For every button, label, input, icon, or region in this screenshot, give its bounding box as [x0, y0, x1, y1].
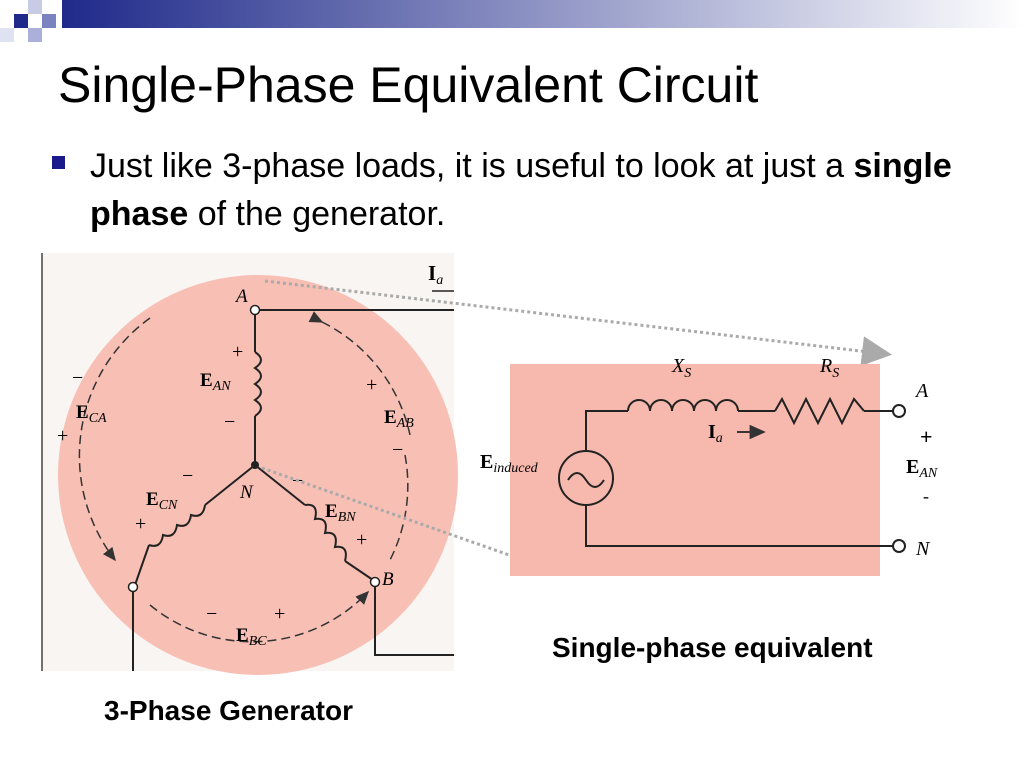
bullet-square-icon: [52, 156, 65, 169]
wire: [585, 410, 628, 450]
output-voltage-main: E: [906, 456, 919, 478]
emf-ca-label: ECA: [76, 402, 107, 426]
emf-bn-sub: BN: [338, 510, 357, 525]
emf-cn-label: ECN: [146, 489, 178, 513]
emf-an-main: E: [200, 370, 213, 391]
deco-square: [14, 14, 28, 28]
gen-current-sub: a: [436, 273, 443, 288]
emf-bc-sub: BC: [249, 634, 268, 649]
plus-sign: +: [356, 529, 367, 551]
deco-square: [42, 14, 56, 28]
node-b-label: B: [382, 569, 394, 590]
wire: [134, 544, 150, 586]
resistance-zigzag: [774, 396, 865, 426]
output-minus-sign: -: [923, 486, 929, 506]
bullet-item: Just like 3-phase loads, it is useful to…: [52, 142, 982, 238]
source-label: Einduced: [480, 451, 539, 476]
title-bar-decoration: [0, 0, 1024, 42]
resistance-sub: S: [832, 366, 839, 381]
generator-highlight-circle: [58, 275, 458, 675]
bullet-text-suffix: of the generator.: [188, 195, 446, 233]
wire: [585, 506, 893, 547]
minus-sign: −: [72, 367, 83, 389]
bullet-text-prefix: Just like 3-phase loads, it is useful to…: [90, 147, 854, 185]
title-gradient-bar: [62, 0, 1024, 28]
bullet-text: Just like 3-phase loads, it is useful to…: [90, 142, 982, 238]
plus-sign: +: [366, 374, 377, 396]
resistance-label: RS: [819, 355, 839, 381]
output-voltage-sub: AN: [918, 466, 938, 481]
minus-sign: −: [392, 439, 403, 461]
plus-sign: +: [232, 341, 243, 363]
winding-an: [253, 351, 262, 417]
plus-sign: +: [135, 513, 146, 535]
bullet-text-bold: single phase: [90, 147, 952, 233]
minus-sign: −: [182, 465, 193, 487]
terminal-a-label: A: [914, 380, 929, 402]
emf-cn-main: E: [146, 489, 159, 510]
emf-ca-main: E: [76, 402, 89, 423]
emf-ca-sub: CA: [89, 411, 107, 426]
emf-bc-main: E: [236, 625, 249, 646]
output-voltage-label: EAN: [906, 456, 938, 481]
source-sub: induced: [493, 461, 538, 476]
emf-an-label: EAN: [200, 370, 231, 394]
gen-current-label: Ia: [428, 261, 443, 288]
reactance-sub: S: [684, 366, 691, 381]
reactance-label: XS: [671, 355, 691, 381]
terminal-n: [892, 539, 906, 553]
eq-current-label: Ia: [708, 421, 723, 446]
emf-ab-sub: AB: [396, 416, 415, 431]
reactance-main: X: [671, 355, 685, 377]
minus-sign: −: [224, 411, 235, 433]
emf-ab-label: EAB: [384, 407, 414, 431]
emf-an-sub: AN: [212, 379, 232, 394]
plus-sign: +: [57, 425, 68, 447]
source-main: E: [480, 451, 493, 473]
deco-square: [28, 28, 42, 42]
emf-ab-arc: [308, 311, 411, 436]
slide-title: Single-Phase Equivalent Circuit: [58, 57, 759, 113]
sine-wave-icon: [567, 472, 605, 488]
generator-caption: 3-Phase Generator: [104, 695, 353, 726]
terminal-a: [249, 304, 261, 316]
pointer-arrow-a: [264, 279, 892, 367]
gen-current-main: I: [428, 261, 436, 285]
ac-source: [558, 450, 614, 506]
emf-bc-arc: [149, 590, 370, 643]
emf-bn-label: EBN: [325, 501, 356, 525]
wire: [344, 560, 374, 581]
deco-square: [28, 0, 42, 14]
reactance-coil: [627, 399, 739, 412]
terminal-n-label: N: [915, 538, 931, 560]
terminal-c: [127, 581, 139, 593]
eq-current-main: I: [708, 421, 716, 443]
plus-sign: +: [274, 603, 285, 625]
resistance-main: R: [819, 355, 832, 377]
node-a-label: A: [234, 286, 248, 307]
eq-current-sub: a: [716, 431, 723, 446]
equivalent-circuit: XS RS Einduced Ia A N + EAN -: [480, 355, 938, 576]
terminal-b: [369, 576, 381, 588]
emf-cn-sub: CN: [159, 498, 178, 513]
node-n-label: N: [239, 482, 254, 503]
terminal-a: [892, 404, 906, 418]
emf-bn-main: E: [325, 501, 338, 522]
output-plus-sign: +: [920, 424, 933, 449]
pointer-arrow-n: [261, 466, 552, 575]
line-b: [374, 587, 454, 656]
deco-square: [0, 28, 14, 42]
wire: [204, 464, 256, 506]
equivalent-caption: Single-phase equivalent: [552, 632, 873, 663]
minus-sign: −: [206, 603, 217, 625]
emf-ab-main: E: [384, 407, 397, 428]
generator-diagram: A B N Ia EAN + − EBN − + ECN − + EAB + −…: [41, 253, 458, 675]
winding-cn: [148, 504, 206, 547]
winding-bn: [304, 503, 347, 562]
wire: [254, 464, 306, 506]
emf-bc-label: EBC: [236, 625, 267, 649]
